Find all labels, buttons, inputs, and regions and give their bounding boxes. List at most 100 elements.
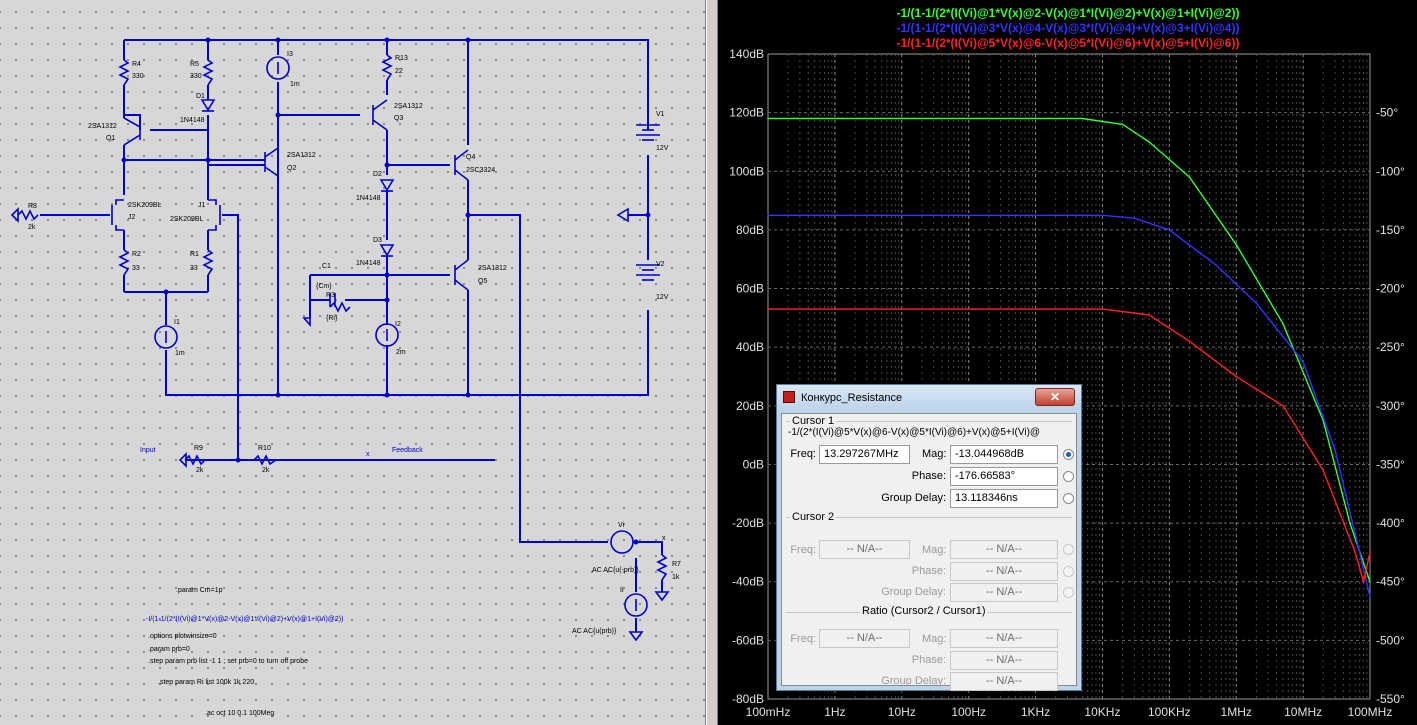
- pane-splitter[interactable]: [706, 0, 718, 725]
- cursor2-freq-label: Freq:: [790, 544, 816, 556]
- schematic-resistors[interactable]: [17, 54, 668, 581]
- svg-text:Q2: Q2: [287, 165, 296, 172]
- svg-text:2SC3324: 2SC3324: [466, 167, 495, 174]
- ratio-mag-field[interactable]: -- N/A--: [950, 629, 1058, 648]
- mag-radio[interactable]: [1063, 449, 1074, 460]
- dialog-title: Конкурс_Resistance: [801, 392, 903, 404]
- schematic-transistors[interactable]: [111, 99, 469, 291]
- svg-text:D2: D2: [373, 171, 382, 178]
- svg-text:Q5: Q5: [478, 278, 487, 285]
- ratio-group-delay-field[interactable]: -- N/A--: [950, 672, 1058, 691]
- cursor1-freq-field[interactable]: 13.297267MHz: [819, 445, 910, 464]
- trace-point: [1362, 580, 1365, 583]
- phase-radio[interactable]: [1063, 471, 1074, 482]
- group-delay-radio[interactable]: [1063, 493, 1074, 504]
- close-button[interactable]: ✕: [1035, 388, 1075, 406]
- schematic-canvas[interactable]: R4 330 R5 330 D1 1N4148 I3 1m R13 22 2SA…: [0, 0, 706, 725]
- trace-point: [1148, 141, 1150, 143]
- cursor2-mag-radio[interactable]: [1063, 544, 1074, 555]
- trace-point: [1369, 551, 1371, 554]
- svg-text:.ac oct 10 0.1 100Meg: .ac oct 10 0.1 100Meg: [205, 710, 274, 717]
- svg-text:12V: 12V: [656, 145, 669, 152]
- cursor2-mag-field[interactable]: -- N/A--: [950, 540, 1058, 559]
- svg-text:Q4: Q4: [466, 154, 475, 161]
- trace-point: [1188, 176, 1191, 178]
- y-right-tick-label: -450°: [1376, 575, 1405, 589]
- svg-text:2SK209BL: 2SK209BL: [170, 216, 204, 223]
- y-right-tick-label: -500°: [1376, 633, 1405, 647]
- ratio-freq-field[interactable]: -- N/A--: [819, 629, 910, 648]
- schematic-voltage-sources[interactable]: [636, 124, 660, 281]
- cursor2-group-delay-field[interactable]: -- N/A--: [950, 583, 1058, 602]
- trace-point: [1255, 302, 1258, 305]
- trace-legend[interactable]: -1/(1-1/(2*(I(Vi)@1*V(x)@2-V(x)@1*I(Vi)@…: [897, 6, 1240, 50]
- trace-point: [1101, 308, 1104, 310]
- app-icon: [783, 391, 795, 403]
- cursor1-group-delay-field[interactable]: 13.118346ns: [950, 489, 1058, 508]
- svg-text:Q3: Q3: [394, 115, 403, 122]
- cursor2-freq-field[interactable]: -- N/A--: [819, 540, 910, 559]
- y-right-tick-label: -250°: [1376, 340, 1405, 354]
- trace-point: [1188, 340, 1191, 343]
- x-tick-label: 10KHz: [1084, 705, 1120, 719]
- svg-text:33: 33: [132, 265, 140, 272]
- trace-point: [1349, 522, 1351, 524]
- schematic-diodes[interactable]: [200, 99, 395, 257]
- y-right-tick-label: -550°: [1376, 692, 1405, 706]
- plot-traces[interactable]: [767, 117, 1371, 598]
- trace-point: [1034, 308, 1037, 310]
- svg-text:R4: R4: [132, 61, 141, 68]
- cursor2-phase-label: Phase:: [911, 565, 946, 577]
- trace-point: [1148, 314, 1150, 316]
- ratio-group-delay-label: Group Delay:: [881, 675, 946, 687]
- cursor1-mag-field[interactable]: -13.044968dB: [950, 445, 1058, 464]
- svg-text:2SA1312: 2SA1312: [287, 152, 316, 159]
- trace-point: [1235, 375, 1238, 378]
- schematic-editor[interactable]: R4 330 R5 330 D1 1N4148 I3 1m R13 22 2SA…: [0, 0, 706, 725]
- y-right-tick-label: -400°: [1376, 516, 1405, 530]
- trace-point: [1034, 214, 1037, 217]
- x-tick-label: 100MHz: [1348, 705, 1393, 719]
- svg-text:R3: R3: [326, 292, 335, 299]
- x-tick-label: 10MHz: [1284, 705, 1322, 719]
- cursor1-expression: -1/(2*(I(Vi)@5*V(x)@6-V(x)@5*I(Vi)@6)+V(…: [788, 427, 1041, 438]
- svg-text:J1: J1: [198, 202, 206, 209]
- schematic-grounds[interactable]: [10, 207, 670, 642]
- ratio-phase-field[interactable]: -- N/A--: [950, 651, 1058, 670]
- svg-text:1N4148: 1N4148: [356, 195, 381, 202]
- trace-legend-1[interactable]: -1/(1-1/(2*(I(Vi)@1*V(x)@2-V(x)@1*I(Vi)@…: [897, 6, 1240, 20]
- cursor2-group-delay-radio[interactable]: [1063, 587, 1074, 598]
- svg-text:R1: R1: [190, 251, 199, 258]
- x-tick-label: 100Hz: [951, 705, 986, 719]
- cursor2-group-border: [786, 517, 1072, 518]
- trace-point: [1168, 229, 1171, 231]
- svg-text:1N4148: 1N4148: [180, 117, 205, 124]
- x-tick-label: 100KHz: [1148, 705, 1191, 719]
- cursor2-phase-field[interactable]: -- N/A--: [950, 562, 1058, 581]
- cursor2-phase-radio[interactable]: [1063, 566, 1074, 577]
- trace-legend-3[interactable]: -1/(1-1/(2*(I(Vi)@5*V(x)@6-V(x)@5*I(Vi)@…: [897, 36, 1240, 50]
- x-tick-label: 1KHz: [1021, 705, 1050, 719]
- cursor-readout-dialog[interactable]: Конкурс_Resistance ✕ Cursor 1 -1/(2*(I(V…: [776, 384, 1082, 691]
- trace-point: [1334, 448, 1336, 451]
- y-left-tick-label: -40dB: [732, 575, 764, 589]
- x-tick-label: 100mHz: [746, 705, 791, 719]
- trace-point: [1322, 469, 1325, 472]
- y-left-tick-label: 0dB: [743, 457, 764, 471]
- svg-text:V2: V2: [656, 261, 665, 268]
- schematic-capacitor[interactable]: [329, 293, 336, 307]
- schematic-wires[interactable]: [40, 39, 663, 632]
- svg-text:x: x: [366, 451, 370, 458]
- schematic-current-sources[interactable]: [154, 56, 648, 617]
- svg-text:J2: J2: [128, 214, 136, 221]
- trace-legend-2[interactable]: -1/(1-1/(2*(I(Vi)@3*V(x)@4-V(x)@3*I(Vi)@…: [897, 21, 1240, 35]
- svg-text:Vi: Vi: [618, 522, 625, 529]
- svg-text:2SA1312: 2SA1312: [88, 123, 117, 130]
- cursor1-phase-field[interactable]: -176.66583°: [950, 467, 1058, 486]
- spice-directives[interactable]: .param Cm=1p -I/(1-1/(2*(I(Vi)@1*V(x)@2-…: [146, 587, 343, 717]
- trace-point: [767, 117, 769, 120]
- plot-frame: [767, 53, 1371, 700]
- bode-plot[interactable]: 140dB120dB100dB80dB60dB40dB20dB0dB-20dB-…: [718, 0, 1417, 725]
- dialog-titlebar[interactable]: Конкурс_Resistance ✕: [777, 385, 1081, 411]
- y-left-tick-label: 40dB: [736, 340, 764, 354]
